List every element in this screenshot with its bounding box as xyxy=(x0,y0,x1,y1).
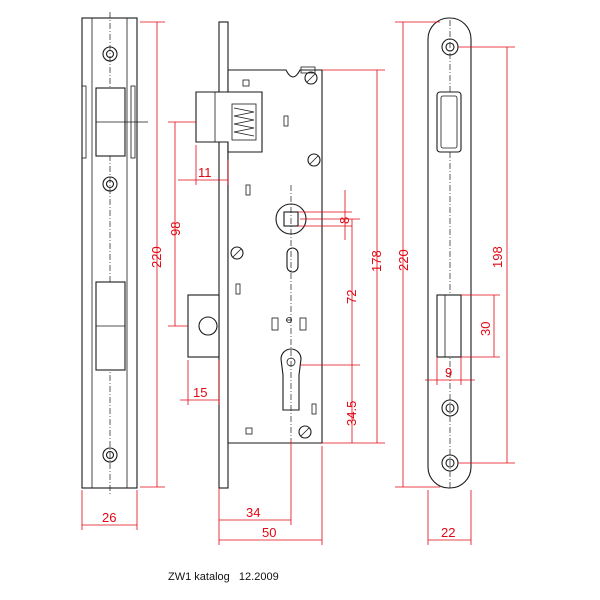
case-slot xyxy=(245,427,253,435)
dim-latch-to-spindle: 98 xyxy=(168,121,196,327)
faceplate-front-view xyxy=(81,12,148,495)
strike-plate-outline xyxy=(427,17,472,489)
dim-label: 220 xyxy=(396,249,411,271)
case-slot xyxy=(242,79,250,87)
dim-label: 11 xyxy=(198,165,212,180)
dim-label: 198 xyxy=(490,246,505,268)
dim-label: 9 xyxy=(445,365,452,380)
latch-side-plate xyxy=(130,85,136,159)
latch xyxy=(195,91,263,153)
dim-bolt-projection: 15 xyxy=(180,360,220,405)
dim-spindle-square: 8 xyxy=(298,190,352,240)
catalog-name: ZW1 katalog xyxy=(168,571,230,583)
lock-side-view xyxy=(187,21,323,489)
keyhole-slot xyxy=(286,247,299,273)
dim-latch-projection: 11 xyxy=(178,145,229,185)
spring-icon xyxy=(233,107,255,137)
case-slot xyxy=(299,317,307,331)
screw-hole-icon xyxy=(441,399,459,417)
case-slot xyxy=(245,184,251,196)
dim-strike-height: 220 xyxy=(395,21,440,488)
dim-case-depth: 50 xyxy=(219,446,323,545)
strike-plate-view xyxy=(427,17,472,489)
dim-label: 220 xyxy=(149,246,164,268)
dim-strike-opening-height: 30 xyxy=(461,294,500,358)
strike-latch-lip xyxy=(440,95,458,149)
dim-label: 26 xyxy=(102,510,116,525)
bolt-hole-icon xyxy=(198,316,218,336)
screw-hole-icon xyxy=(102,176,118,192)
dim-label: 50 xyxy=(262,525,276,540)
cylinder-profile xyxy=(280,348,302,411)
strike-bolt-opening xyxy=(436,294,462,358)
case-slot xyxy=(311,403,317,415)
dim-label: 178 xyxy=(369,250,384,272)
screw-icon xyxy=(307,153,321,167)
bolt xyxy=(187,294,220,358)
dim-label: 98 xyxy=(168,222,183,236)
screw-icon xyxy=(304,71,318,85)
dim-strike-opening-width: 9 xyxy=(425,357,475,385)
dim-faceplate-width: 26 xyxy=(81,490,138,530)
dim-label: 34 xyxy=(246,505,260,520)
screw-hole-icon xyxy=(102,46,118,62)
dim-label: 72 xyxy=(344,290,359,304)
dim-cylinder-to-bottom: 34.5 xyxy=(322,365,385,444)
dim-strike-fixing: 198 xyxy=(458,46,515,464)
lock-case xyxy=(227,69,323,444)
catalog-date: 12.2009 xyxy=(238,571,279,583)
dim-label: 34.5 xyxy=(344,401,359,426)
screw-icon xyxy=(298,425,312,439)
latch-side-plate xyxy=(81,85,87,159)
dim-spindle-to-cylinder: 72 xyxy=(300,218,360,366)
latch-spring-housing xyxy=(231,103,257,141)
dim-label: 15 xyxy=(193,385,207,400)
case-slot xyxy=(235,283,241,295)
dim-label: 22 xyxy=(441,525,455,540)
screw-icon xyxy=(230,246,244,260)
dim-label: 8 xyxy=(337,217,352,224)
case-slot xyxy=(283,115,289,127)
screw-hole-icon xyxy=(102,447,118,463)
strike-latch-opening xyxy=(436,91,462,153)
dim-label: 30 xyxy=(478,322,493,336)
dim-lock-case-height: 178 xyxy=(322,69,385,443)
dim-strike-width: 22 xyxy=(427,490,472,545)
dim-backset: 34 xyxy=(218,440,292,545)
case-slot xyxy=(271,317,279,331)
catalog-caption: ZW1 katalog 12.2009 xyxy=(168,571,279,583)
dim-faceplate-height: 220 xyxy=(140,21,165,488)
